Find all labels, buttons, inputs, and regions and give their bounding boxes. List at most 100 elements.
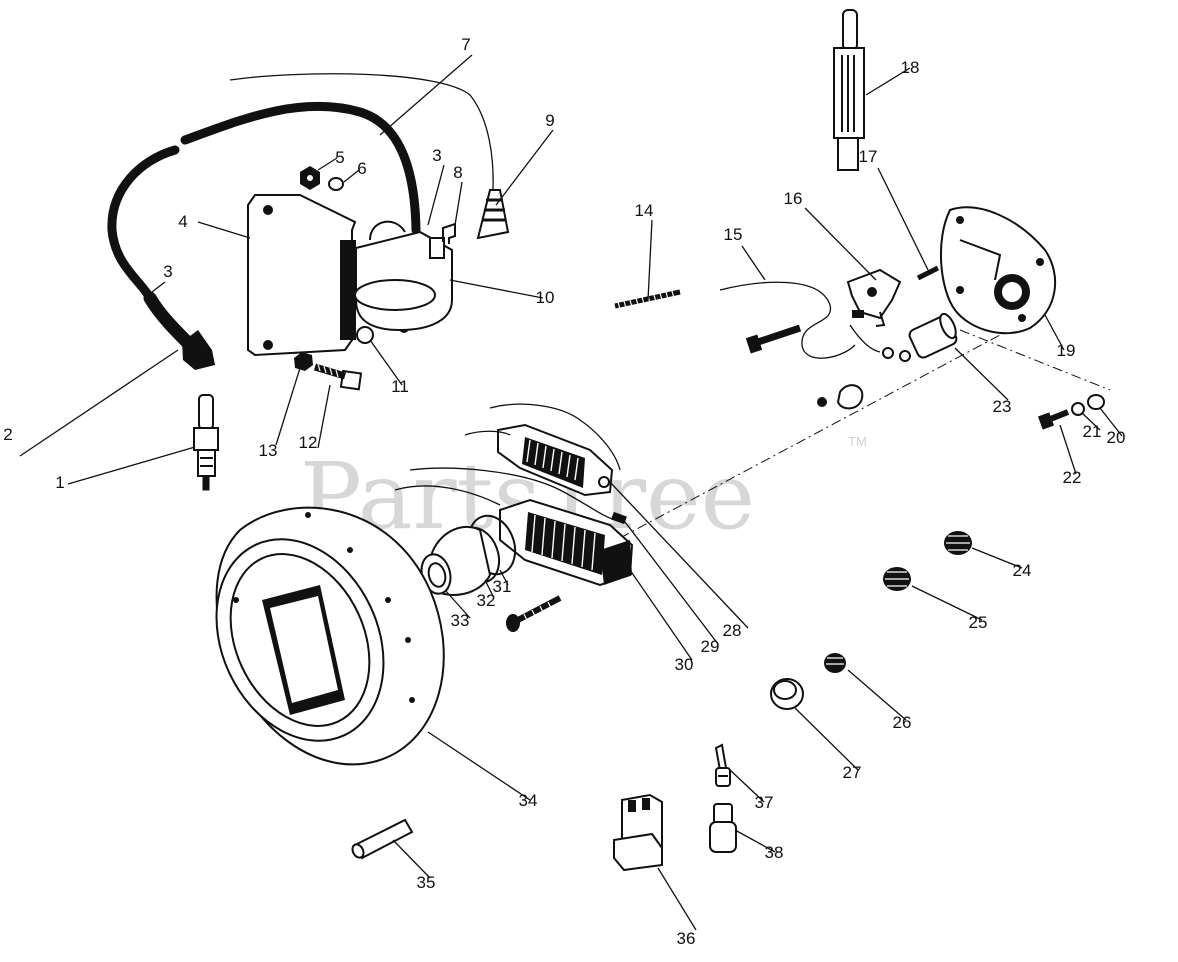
screw-icon [745,324,802,354]
part-label-p8: 8 [453,163,462,182]
insulator-icon [709,803,737,853]
part-label-p3a: 3 [163,262,172,281]
part-label-p31: 31 [493,577,512,596]
leader-line-p5 [317,157,338,171]
leader-line-p33 [444,589,471,619]
part-label-p16: 16 [784,189,803,208]
part-label-p32: 32 [477,591,496,610]
part-label-p18: 18 [901,58,920,77]
high-tension-lead-icon [107,101,421,370]
part-label-p33: 33 [451,611,470,630]
spark-plug-icon [193,394,219,491]
leader-line-p32 [484,579,495,599]
leader-line-p18 [865,67,911,96]
leader-line-p3b [427,164,445,226]
part-label-p29: 29 [701,637,720,656]
ignition-coil-icon [340,220,453,344]
leader-line-p3a [147,281,166,296]
breaker-plate-icon [940,206,1057,335]
leader-line-p14 [647,219,653,301]
leader-line-p29 [621,517,719,645]
part-label-p13: 13 [259,441,278,460]
leader-line-p23 [954,347,1009,401]
leader-line-p26 [847,669,907,721]
leader-line-p6 [343,169,360,183]
leader-line-p36 [657,867,697,931]
leader-line-p31 [499,569,509,586]
lighting-coil-icon [464,403,621,497]
leader-line-p12 [317,384,331,449]
part-label-p20: 20 [1107,428,1126,447]
grommet-icon-24 [944,531,972,555]
shaft-icon [833,9,865,171]
leader-line-p4 [197,221,251,239]
part-label-p15: 15 [724,225,743,244]
part-label-p37: 37 [755,793,774,812]
screw-icon-22 [1037,409,1070,430]
pin-icon [351,818,414,860]
part-label-p36: 36 [677,929,696,948]
part-label-p12: 12 [299,433,318,452]
sleeve-icon [420,525,492,596]
wire-icon-29 [409,467,627,525]
part-label-p25: 25 [969,613,988,632]
leader-line-p27 [794,707,859,771]
coil-screw-icon [506,595,562,632]
leader-line-p13 [275,367,301,446]
part-label-p27: 27 [843,763,862,782]
condenser-icon [899,312,958,362]
spring-icon [614,289,681,310]
wire-icon [719,281,894,359]
bolt-icon [313,363,363,391]
part-label-p19: 19 [1057,341,1076,360]
part-label-p14: 14 [635,201,654,220]
leader-line-p28 [607,479,749,629]
washer-icon [328,177,344,191]
part-label-p23: 23 [993,397,1012,416]
part-label-p11: 11 [391,377,409,396]
part-label-p17: 17 [859,147,878,166]
leader-line-p19 [1044,314,1065,351]
charging-coil-icon [394,485,634,587]
leader-line-p24 [971,547,1023,569]
spring-icon-17 [916,265,940,281]
part-label-p21: 21 [1083,422,1102,441]
part-label-p34: 34 [519,791,538,810]
leader-line-p35 [392,839,431,879]
part-label-p6: 6 [357,159,366,178]
nut-icon [300,166,320,190]
part-label-p35: 35 [417,873,436,892]
watermark-trademark: TM [848,434,867,449]
lock-washer-icon [1071,402,1085,416]
part-label-p5: 5 [335,148,344,167]
leader-line-p21 [1081,412,1101,431]
part-label-p7: 7 [461,35,470,54]
part-label-p38: 38 [765,843,784,862]
leader-line-p30 [629,569,693,661]
leader-line-p22 [1059,424,1077,475]
leader-line-p9 [495,129,554,206]
leader-line-p11 [369,339,403,386]
part-label-p10: 10 [536,288,555,307]
part-label-p26: 26 [893,713,912,732]
part-label-p2: 2 [3,425,12,444]
leader-line-p20 [1099,407,1123,437]
flywheel-icon [215,506,445,766]
connector-icon [613,793,663,872]
terminal-icon-37 [714,743,731,787]
leader-lines [19,54,1123,931]
leader-line-p2 [19,349,179,457]
part-label-p24: 24 [1013,561,1032,580]
part-label-p4: 4 [178,212,187,231]
nut-icon-13 [294,352,313,371]
leader-line-p10 [449,279,544,299]
part-label-p3b: 3 [432,146,441,165]
grommet-icon-26 [824,653,846,673]
leader-line-p34 [427,731,531,801]
leader-line-p8 [454,181,463,226]
part-label-p1: 1 [55,473,64,492]
cap-icon [770,678,804,710]
grommet-icon-25 [883,567,911,591]
leader-line-p17 [877,167,929,271]
